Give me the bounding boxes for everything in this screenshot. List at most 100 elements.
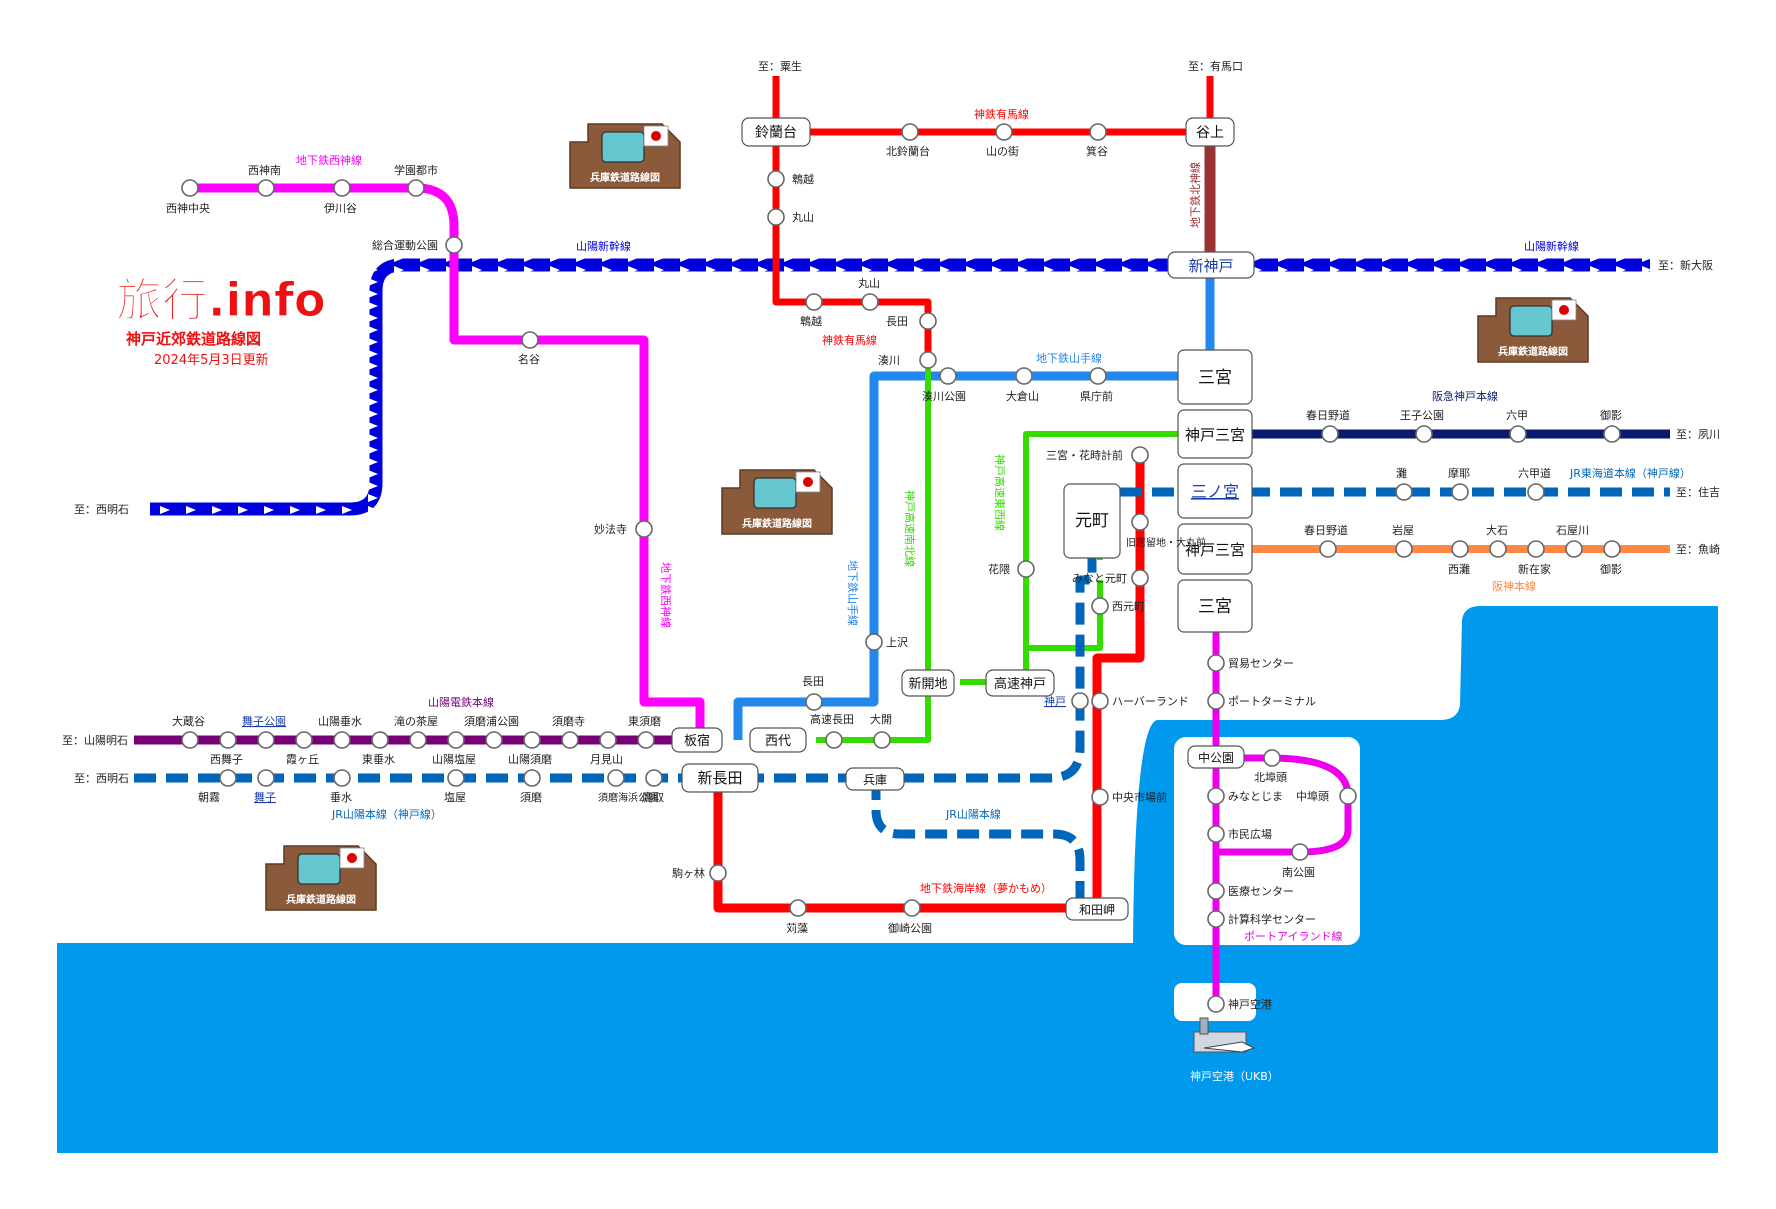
hub-kobe-sannomiya-hanshin[interactable]: 神戸三宮 [1177, 523, 1253, 575]
station-okuradani[interactable] [181, 731, 199, 749]
station-yamanomachi[interactable] [995, 123, 1013, 141]
station-asagiri[interactable] [219, 769, 237, 787]
station-suma[interactable] [523, 769, 541, 787]
hub-tanigami[interactable]: 谷上 [1185, 117, 1235, 147]
station-nagata-yamate[interactable] [805, 693, 823, 711]
hub-shinkaichi[interactable]: 新開地 [901, 669, 955, 697]
station-kobe-jr[interactable] [1071, 692, 1089, 710]
hub-sannomiya-portliner[interactable]: 三宮 [1177, 579, 1253, 633]
station-minato-motomachi[interactable] [1131, 569, 1149, 587]
station-ikawadani[interactable] [333, 179, 351, 197]
hub-itayado[interactable]: 板宿 [671, 727, 723, 753]
station-iryo-center[interactable] [1207, 882, 1225, 900]
badge[interactable]: 兵庫鉄道路線図 [265, 845, 377, 911]
station-takinochaya[interactable] [409, 731, 427, 749]
station-tarumi[interactable] [333, 769, 351, 787]
hub-suzurandai[interactable]: 鈴蘭台 [741, 117, 811, 147]
station-keisan-kagaku[interactable] [1207, 910, 1225, 928]
station-minatojima[interactable] [1207, 787, 1225, 805]
station-maruyama-b[interactable] [861, 293, 879, 311]
station-sannomiya-hanadokei[interactable] [1131, 446, 1149, 464]
station-minatogawa-koen[interactable] [939, 367, 957, 385]
hub-motomachi[interactable]: 元町 [1063, 483, 1121, 559]
station-sogo-undo-koen[interactable] [445, 236, 463, 254]
station-maya[interactable] [1451, 483, 1469, 501]
station-yamada-tarumi[interactable] [333, 731, 351, 749]
station-hiyodorigoe-a[interactable] [767, 170, 785, 188]
badge[interactable]: 兵庫鉄道路線図 [569, 123, 681, 189]
station-nada[interactable] [1395, 483, 1413, 501]
station-sumaura-koen[interactable] [485, 731, 503, 749]
station-myohoji[interactable] [635, 520, 653, 538]
station-kasumigaoka[interactable] [295, 731, 313, 749]
station-port-terminal[interactable] [1207, 692, 1225, 710]
badge[interactable]: 兵庫鉄道路線図 [721, 469, 833, 535]
station-minotani[interactable] [1089, 123, 1107, 141]
station-oishi[interactable] [1489, 540, 1507, 558]
station-seishin-chuo[interactable] [181, 179, 199, 197]
station-higashi-tarumi[interactable] [371, 731, 389, 749]
hub-sannomiya-subway[interactable]: 三宮 [1177, 349, 1253, 405]
station-gakuen-toshi[interactable] [407, 179, 425, 197]
hub-shinnagata[interactable]: 新長田 [681, 763, 759, 793]
station-boeki-center[interactable] [1207, 654, 1225, 672]
station-kasuganomichi-hs[interactable] [1319, 540, 1337, 558]
hub-hyogo[interactable]: 兵庫 [845, 767, 905, 791]
station-minami-koen[interactable] [1291, 843, 1309, 861]
station-shioya[interactable] [447, 769, 465, 787]
hub-kobe-sannomiya-hankyu[interactable]: 神戸三宮 [1177, 409, 1253, 459]
station-chuo-ichiba[interactable] [1091, 788, 1109, 806]
station-shimin-hiroba[interactable] [1207, 825, 1225, 843]
station-sumadera[interactable] [561, 731, 579, 749]
station-nishinada[interactable] [1451, 540, 1469, 558]
station-naka-futo[interactable] [1339, 787, 1357, 805]
hub-sannomiya-jr[interactable]: 三ノ宮 [1177, 463, 1253, 519]
station-higashi-suma[interactable] [637, 731, 655, 749]
hub-wadamisaki[interactable]: 和田岬 [1065, 897, 1129, 921]
station-suma-kaihin[interactable] [607, 769, 625, 787]
station-iwaya[interactable] [1395, 540, 1413, 558]
station-mikage-hs[interactable] [1603, 540, 1621, 558]
station-kasuganomichi-hk[interactable] [1321, 425, 1339, 443]
station-nagata-arima[interactable] [919, 312, 937, 330]
station-hanakuma[interactable] [1017, 560, 1035, 578]
station-kita-suzurandai[interactable] [901, 123, 919, 141]
station-nishi-motomachi[interactable] [1091, 597, 1109, 615]
station-shinzaike[interactable] [1527, 540, 1545, 558]
station-mikage-hk[interactable] [1603, 425, 1621, 443]
station-tsukimiyama[interactable] [599, 731, 617, 749]
station-okaimachi[interactable] [873, 731, 891, 749]
hub-shinkobe[interactable]: 新神戸 [1167, 251, 1255, 279]
hub-kosoku-kobe[interactable]: 高速神戸 [985, 669, 1055, 697]
station-kosoku-nagata[interactable] [825, 731, 843, 749]
station-myodani[interactable] [521, 331, 539, 349]
station-kenchomae[interactable] [1089, 367, 1107, 385]
station-kyukyoryuchi[interactable] [1131, 513, 1149, 531]
station-oji-koen[interactable] [1415, 425, 1433, 443]
station-maiko[interactable] [257, 769, 275, 787]
station-minatogawa[interactable] [919, 351, 937, 369]
station-rokkomichi[interactable] [1527, 483, 1545, 501]
station-takatori[interactable] [645, 769, 663, 787]
station-ishiyagawa[interactable] [1565, 540, 1583, 558]
station-kita-futo[interactable] [1263, 749, 1281, 767]
line-name-shinkansen-left: 山陽新幹線 [576, 239, 631, 253]
station-karumo[interactable] [789, 899, 807, 917]
hub-nakakoen[interactable]: 中公園 [1187, 745, 1245, 769]
station-rokko-hk[interactable] [1509, 425, 1527, 443]
station-sanyo-shioya[interactable] [447, 731, 465, 749]
station-kamisawa[interactable] [865, 633, 883, 651]
hub-nishidai[interactable]: 西代 [749, 727, 807, 753]
station-harborland[interactable] [1091, 692, 1109, 710]
station-okurayama[interactable] [1015, 367, 1033, 385]
station-hiyodorigoe-b[interactable] [805, 293, 823, 311]
station-seishin-minami[interactable] [257, 179, 275, 197]
station-maruyama-a[interactable] [767, 208, 785, 226]
station-maikokoen[interactable] [257, 731, 275, 749]
station-sanyo-suma[interactable] [523, 731, 541, 749]
badge[interactable]: 兵庫鉄道路線図 [1477, 297, 1589, 363]
station-kobe-airport[interactable] [1207, 995, 1225, 1013]
station-misaki-koen[interactable] [903, 899, 921, 917]
station-nishi-maiko[interactable] [219, 731, 237, 749]
station-komagabayashi[interactable] [709, 864, 727, 882]
